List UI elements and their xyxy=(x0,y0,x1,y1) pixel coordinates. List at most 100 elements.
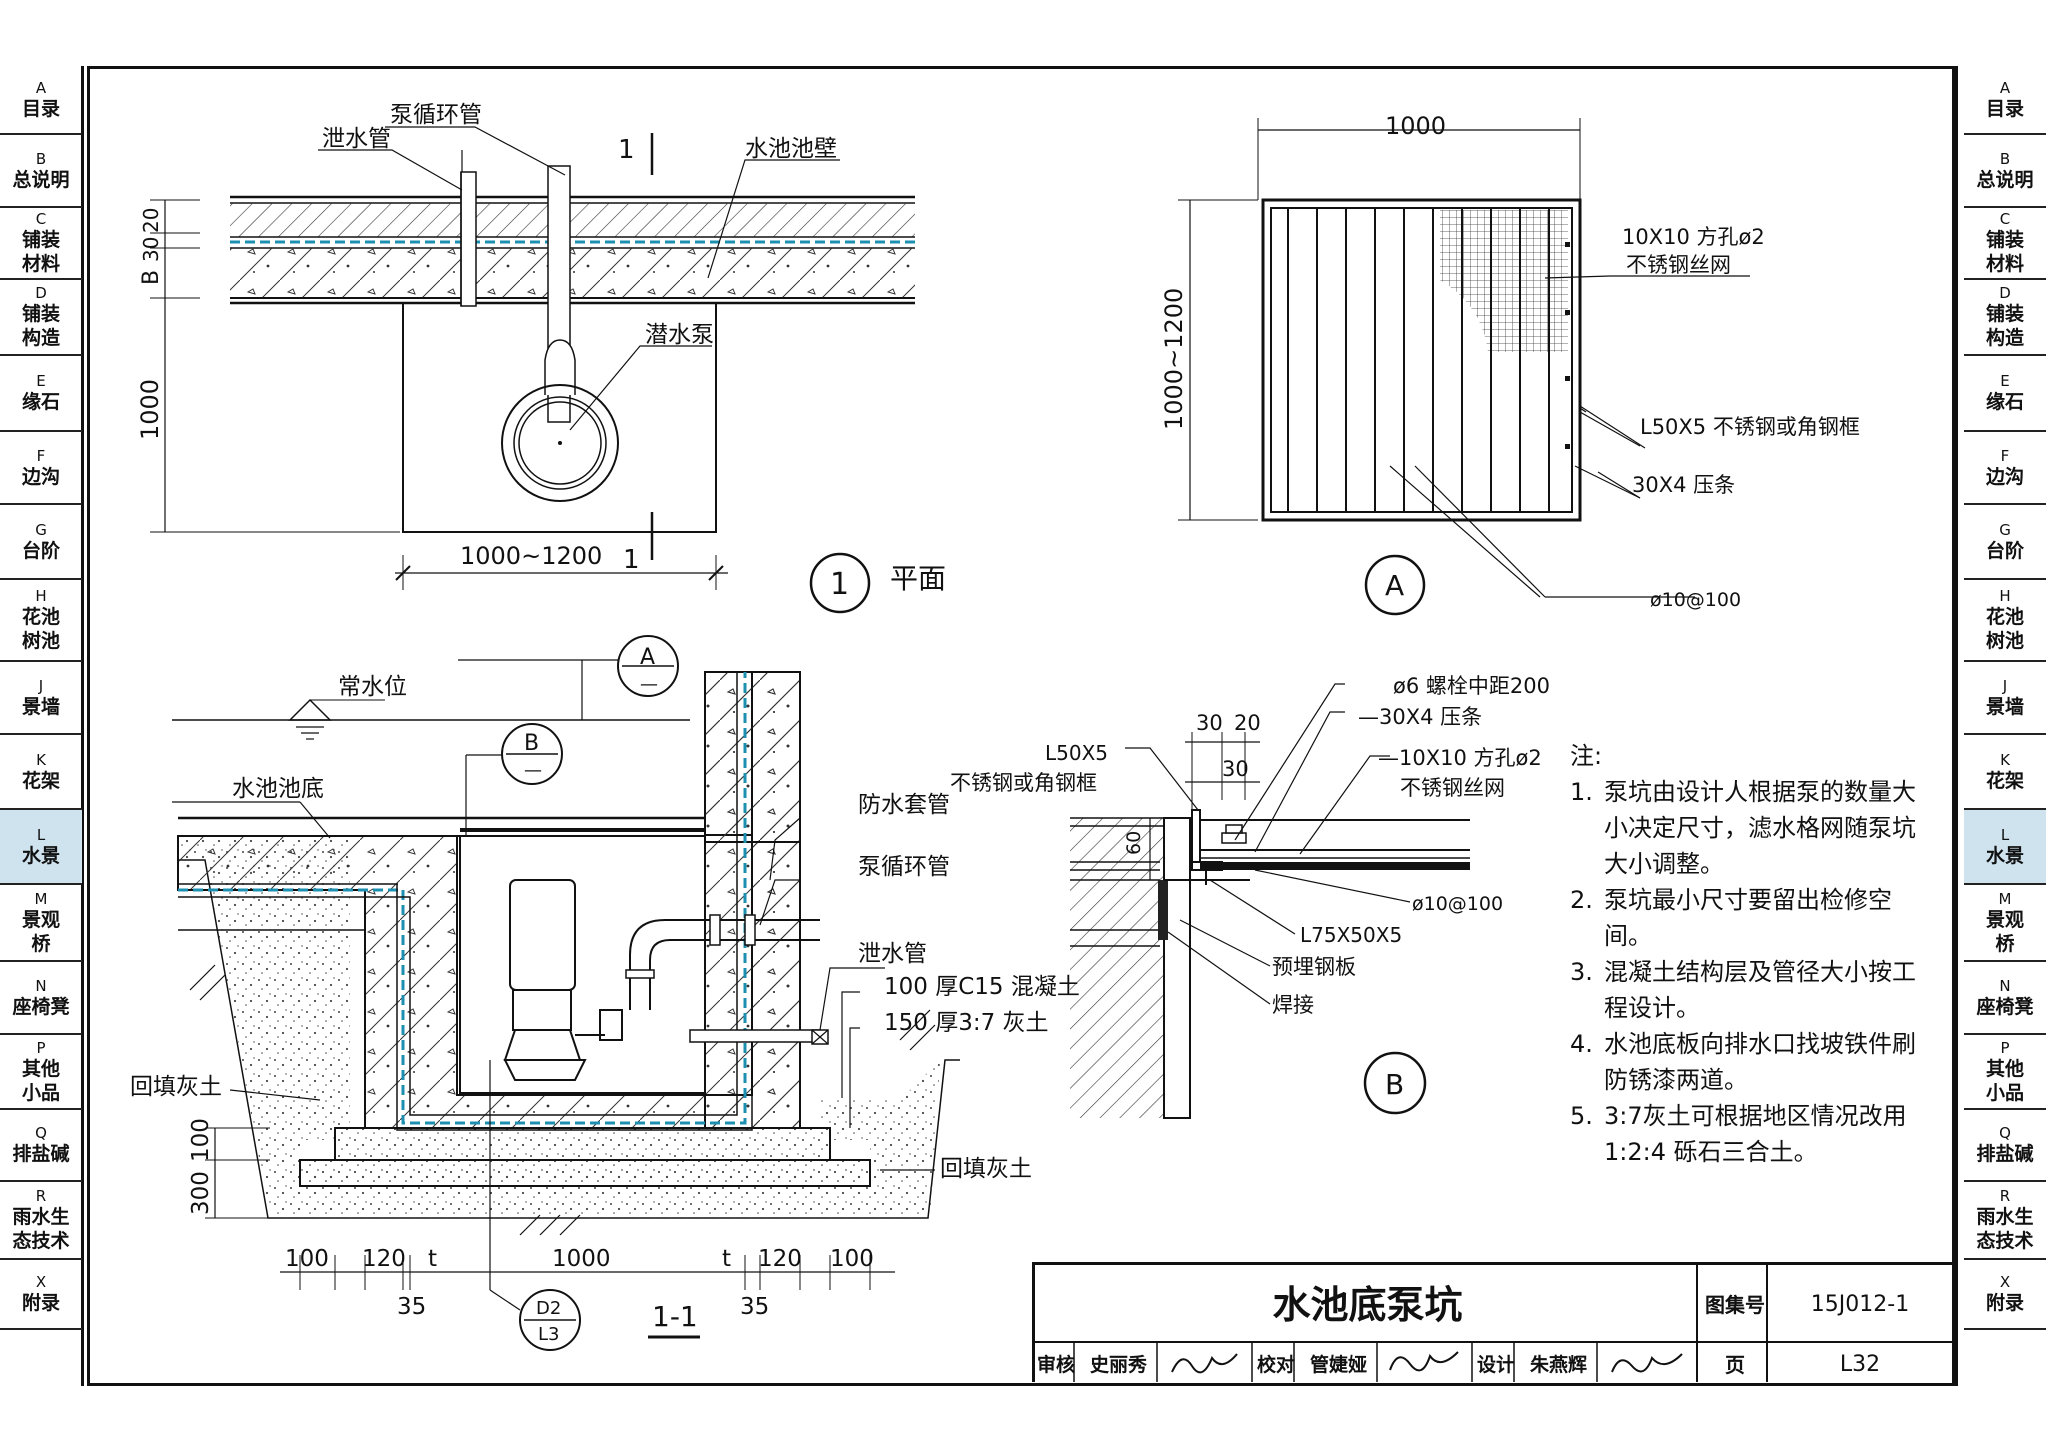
detail-a-frame: L50X5 不锈钢或角钢框 xyxy=(1640,415,1860,439)
tab-label: 花架 xyxy=(1985,769,2024,792)
section-ref-top: D2 xyxy=(536,1298,561,1319)
section-dim-t-left: t xyxy=(428,1246,437,1272)
design-label: 设计 xyxy=(1476,1354,1515,1376)
section-1-1 xyxy=(172,635,960,1351)
tab-code: C xyxy=(1999,210,2011,228)
tab-code: X xyxy=(1999,1273,2011,1291)
tab-label: 附录 xyxy=(21,1292,60,1314)
detail-b-rebar: ø10@100 xyxy=(1412,893,1503,915)
detail-b xyxy=(1070,683,1470,1119)
tab-label: 铺装 构造 xyxy=(1985,303,2024,349)
detail-b-weld: 焊接 xyxy=(1272,993,1314,1017)
page-label: 页 xyxy=(1725,1353,1745,1377)
reviewer-signature xyxy=(1171,1353,1238,1374)
drawing-frame xyxy=(87,66,1955,1386)
detail-a-mesh-line2: 不锈钢丝网 xyxy=(1626,253,1731,277)
section-dim-t-right: t xyxy=(722,1246,731,1272)
tab-code: P xyxy=(2000,1038,2010,1057)
plan-label-sub-pump: 潜水泵 xyxy=(645,322,714,348)
tab-code: P xyxy=(36,1038,46,1057)
plan-view xyxy=(150,126,915,614)
title-block: 水池底泵坑 图集号 15J012-1 审核 史丽秀 校对 管婕娅 设计 朱燕辉 … xyxy=(1032,1262,1952,1382)
notes: 注: 1.泵坑由设计人根据泵的数量大小决定尺寸，滤水格网随泵坑大小调整。2.泵坑… xyxy=(1570,738,1930,1170)
section-dim-300-vertical: 300 xyxy=(188,1171,214,1215)
section-marker-a-dash: — xyxy=(640,674,658,695)
plan-label-pool-wall: 水池池壁 xyxy=(745,136,837,162)
detail-a-marker: A xyxy=(1385,569,1404,602)
note-text: 3:7灰土可根据地区情况改用1:2:4 砾石三合土。 xyxy=(1604,1102,1907,1166)
section-waterproof-sleeve: 防水套管 xyxy=(858,792,950,818)
detail-b-dim-20-top: 20 xyxy=(1234,711,1261,735)
detail-a-width: 1000 xyxy=(1385,112,1446,140)
tab-label: 景墙 xyxy=(21,695,60,718)
section-water-level: 常水位 xyxy=(338,674,407,700)
plan-label-drain-pipe: 泄水管 xyxy=(322,126,391,152)
section-dim-120-right: 120 xyxy=(758,1246,802,1272)
section-marker-b-dash: — xyxy=(524,760,542,781)
tab-label: 排盐碱 xyxy=(1976,1143,2034,1165)
section-concrete: 100 厚C15 混凝土 xyxy=(884,974,1080,1000)
tab-code: J xyxy=(38,676,44,695)
tab-code: N xyxy=(1999,976,2011,995)
tab-label: 座椅凳 xyxy=(12,995,70,1018)
plan-section-mark-top: 1 xyxy=(618,135,635,165)
note-number: 1. xyxy=(1570,778,1593,806)
tab-code: A xyxy=(1999,78,2011,97)
tab-label: 目录 xyxy=(21,97,60,120)
tab-code: E xyxy=(36,372,46,390)
plan-caption: 平面 xyxy=(890,562,946,595)
tab-label: 台阶 xyxy=(1985,539,2024,562)
tab-label: 雨水生 态技术 xyxy=(1976,1206,2034,1252)
tab-label: 景墙 xyxy=(1985,695,2024,718)
detail-b-bolt: ø6 螺栓中距200 xyxy=(1393,674,1550,698)
detail-b-mesh-line1: —10X10 方孔ø2 xyxy=(1378,746,1542,770)
detail-b-frame-line1: L50X5 xyxy=(1045,741,1108,765)
tab-code: D xyxy=(1999,284,2011,302)
tab-code: G xyxy=(35,520,47,539)
tab-label: 缘石 xyxy=(21,391,60,413)
detail-a-grate xyxy=(1178,118,1750,616)
note-text: 泵坑最小尺寸要留出检修空间。 xyxy=(1604,886,1892,950)
plan-label-pump-loop: 泵循环管 xyxy=(390,102,482,128)
tab-label: 花池 树池 xyxy=(1985,606,2024,652)
designer-name: 朱燕辉 xyxy=(1529,1354,1587,1376)
note-text: 混凝土结构层及管径大小按工程设计。 xyxy=(1604,958,1916,1022)
tab-label: 水景 xyxy=(1985,844,2024,867)
detail-b-frame-line2: 不锈钢或角钢框 xyxy=(950,771,1097,795)
